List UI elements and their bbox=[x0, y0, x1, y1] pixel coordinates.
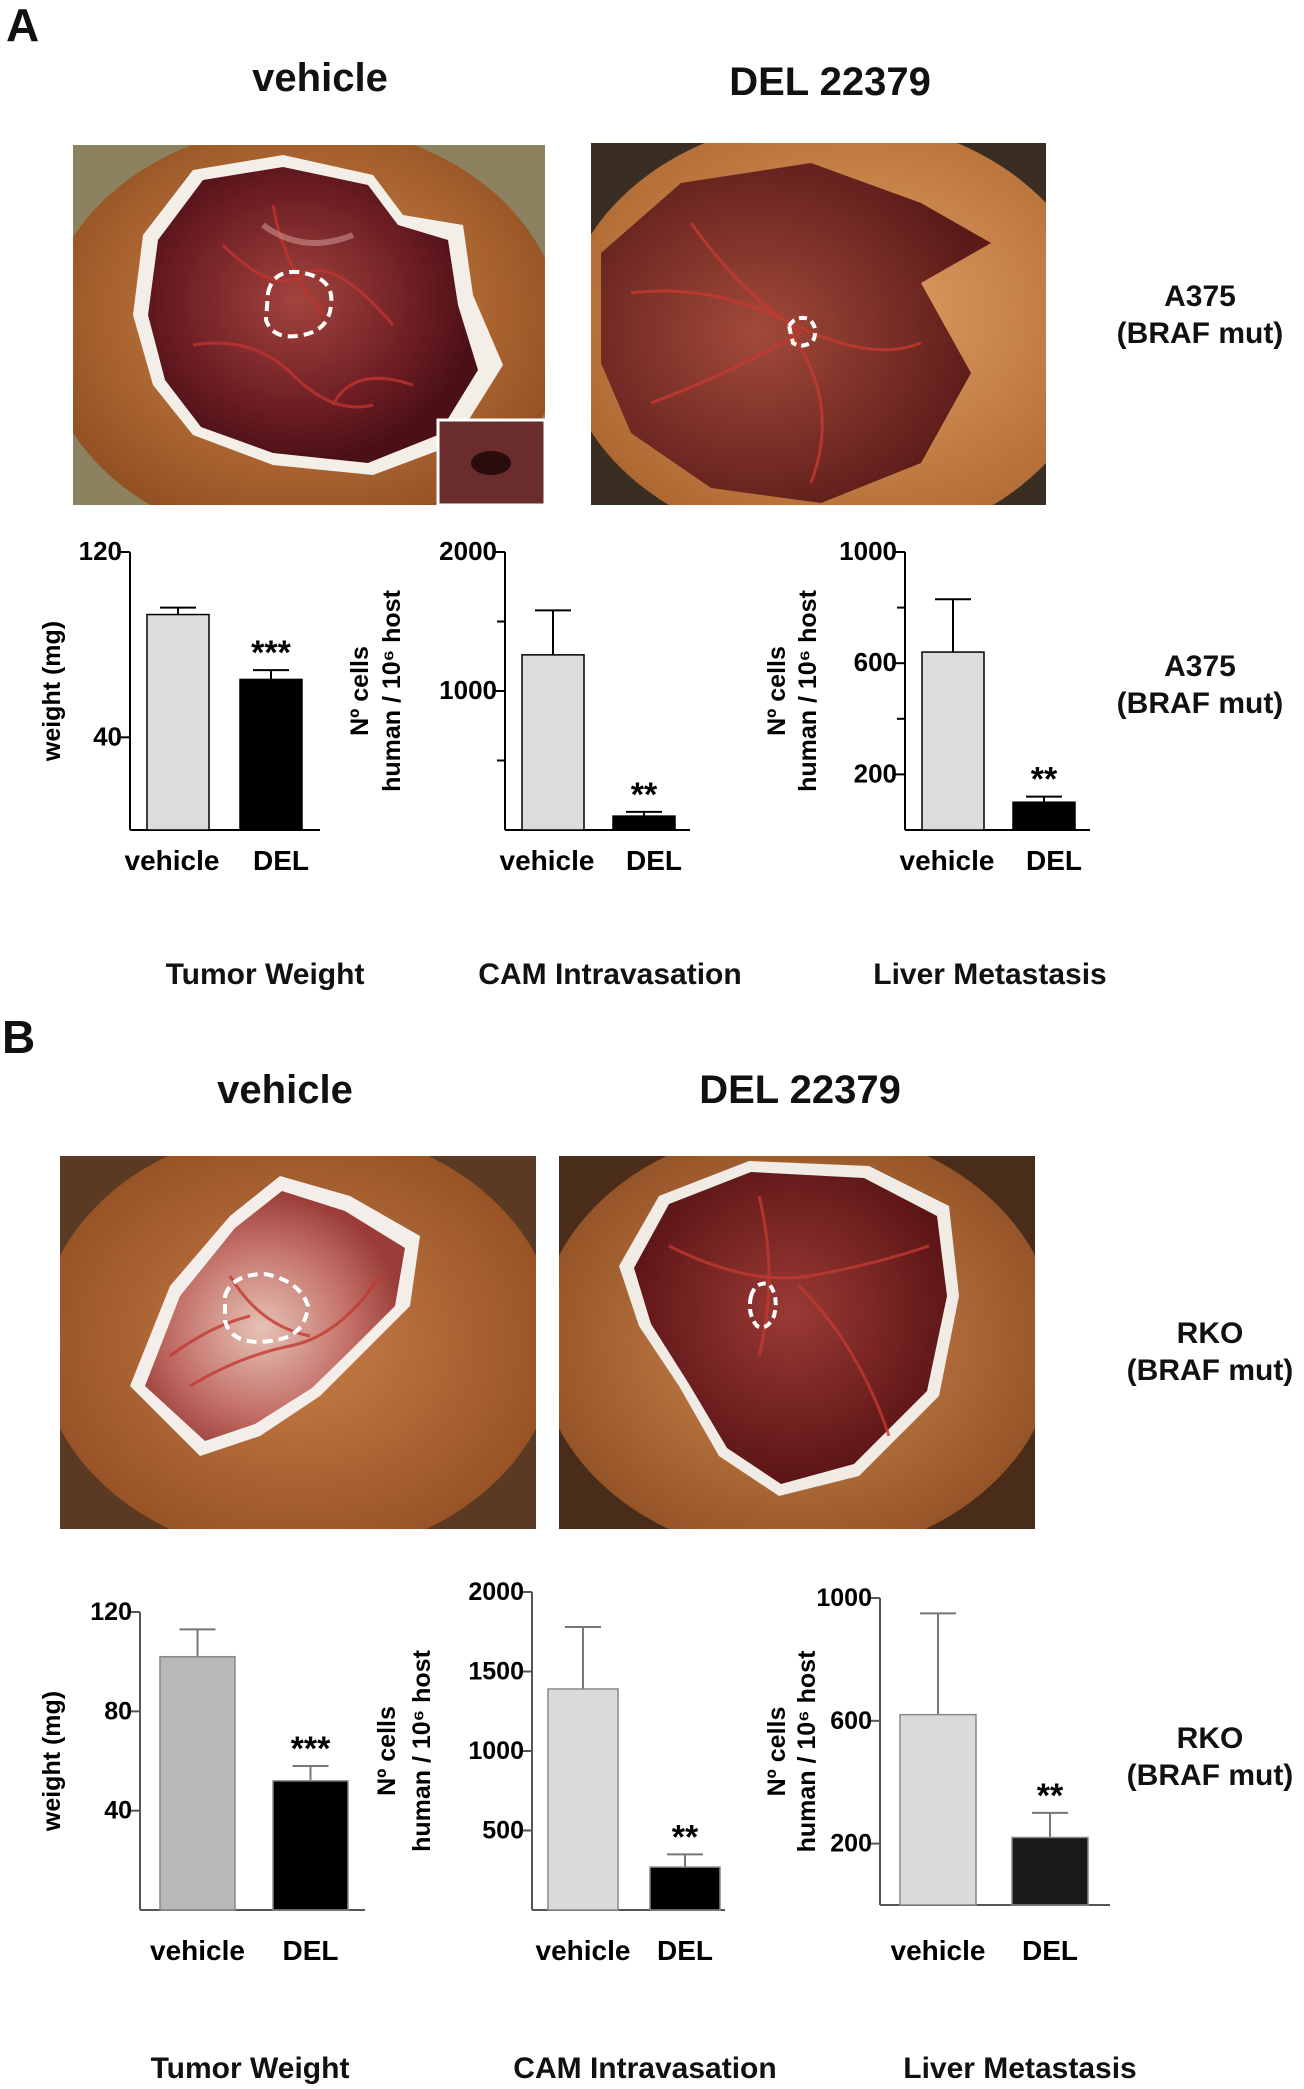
cell-line-name: RKO bbox=[1176, 1317, 1244, 1350]
x-category-label: DEL bbox=[626, 845, 682, 876]
x-category-label: DEL bbox=[1022, 1935, 1078, 1966]
x-category-label: vehicle bbox=[891, 1935, 986, 1966]
y-tick-label: 80 bbox=[104, 1697, 132, 1725]
significance-label: ** bbox=[1031, 761, 1058, 799]
bar-del bbox=[239, 678, 303, 831]
bar-vehicle bbox=[921, 651, 985, 831]
charts-row-a: 40 120 vehicle *** DEL weight (mg) 1000 2000 ve… bbox=[38, 536, 1090, 876]
cell-line-mutation: (BRAF mut) bbox=[1126, 1759, 1294, 1792]
x-category-label: vehicle bbox=[536, 1935, 631, 1966]
egg-photo-vehicle-b bbox=[60, 1156, 536, 1529]
y-axis-label: weight (mg) bbox=[38, 1691, 66, 1832]
y-tick-label: 1500 bbox=[468, 1658, 524, 1686]
significance-label: *** bbox=[251, 634, 291, 672]
x-category-label: DEL bbox=[283, 1935, 339, 1966]
chart-tumor-weight-a: 40 120 vehicle *** DEL weight (mg) bbox=[38, 536, 320, 876]
egg-photo-vehicle-a bbox=[73, 145, 545, 505]
significance-label: ** bbox=[672, 1818, 699, 1856]
cell-line-name: RKO bbox=[1176, 1722, 1244, 1755]
chart-title-cam-b: CAM Intravasation bbox=[513, 2052, 777, 2085]
x-category-label: vehicle bbox=[900, 845, 995, 876]
significance-label: ** bbox=[631, 776, 658, 814]
y-tick-label: 500 bbox=[482, 1817, 524, 1845]
chart-title-cam-a: CAM Intravasation bbox=[478, 958, 742, 991]
photo-title-del-b: DEL 22379 bbox=[699, 1068, 901, 1112]
y-tick-label: 1000 bbox=[816, 1584, 872, 1612]
y-axis-label: human / 10⁶ host bbox=[378, 589, 406, 791]
y-tick-label: 40 bbox=[93, 721, 122, 751]
significance-label: *** bbox=[291, 1730, 331, 1768]
panel-letter-b: B bbox=[2, 1011, 36, 1063]
y-tick-label: 1000 bbox=[468, 1737, 524, 1765]
photo-title-del-a: DEL 22379 bbox=[729, 60, 931, 104]
x-category-label: vehicle bbox=[150, 1935, 245, 1966]
bar-del bbox=[1012, 801, 1076, 831]
bar-del bbox=[272, 1780, 349, 1911]
chart-title-liver-a: Liver Metastasis bbox=[873, 958, 1107, 991]
bar-del bbox=[1011, 1836, 1089, 1906]
x-category-label: vehicle bbox=[125, 845, 220, 876]
bar-vehicle bbox=[159, 1655, 236, 1911]
y-tick-label: 600 bbox=[830, 1707, 872, 1735]
bar-vehicle bbox=[899, 1713, 977, 1906]
charts-row-b: 40 80 120 vehicle *** DEL weight (mg) 500 1000 1… bbox=[38, 1578, 1110, 1966]
y-tick-label: 120 bbox=[79, 536, 122, 566]
y-tick-label: 600 bbox=[854, 647, 897, 677]
x-category-label: DEL bbox=[1026, 845, 1082, 876]
bar-vehicle bbox=[547, 1688, 619, 1911]
cell-line-name: A375 bbox=[1164, 650, 1236, 683]
y-tick-label: 2000 bbox=[468, 1578, 524, 1606]
y-tick-label: 40 bbox=[104, 1797, 132, 1825]
y-tick-label: 120 bbox=[90, 1598, 132, 1626]
y-axis-label: weight (mg) bbox=[38, 621, 66, 762]
chart-title-tumor-weight-a: Tumor Weight bbox=[165, 958, 365, 991]
x-category-label: DEL bbox=[253, 845, 309, 876]
chart-tumor-weight-b: 40 80 120 vehicle *** DEL weight (mg) bbox=[38, 1598, 365, 1966]
egg-photo-del-a bbox=[591, 143, 1046, 505]
y-axis-label: Nº cells bbox=[373, 1706, 401, 1796]
y-tick-label: 1000 bbox=[439, 675, 497, 705]
y-axis-label: human / 10⁶ host bbox=[794, 589, 822, 791]
x-category-label: vehicle bbox=[500, 845, 595, 876]
bar-vehicle bbox=[146, 613, 210, 831]
bar-del bbox=[612, 815, 676, 831]
chart-title-tumor-weight-b: Tumor Weight bbox=[150, 2052, 350, 2085]
y-tick-label: 200 bbox=[854, 758, 897, 788]
chart-title-liver-b: Liver Metastasis bbox=[903, 2052, 1137, 2085]
egg-photo-del-b bbox=[559, 1156, 1035, 1529]
bar-vehicle bbox=[521, 654, 585, 831]
photo-title-vehicle-b: vehicle bbox=[217, 1068, 353, 1112]
photo-title-vehicle-a: vehicle bbox=[252, 56, 388, 100]
y-tick-label: 2000 bbox=[439, 536, 497, 566]
y-tick-label: 200 bbox=[830, 1830, 872, 1858]
cell-label-charts-b: RKO (BRAF mut) bbox=[1110, 1720, 1304, 1794]
y-axis-label: Nº cells bbox=[346, 646, 374, 736]
y-axis-label: Nº cells bbox=[763, 1707, 791, 1797]
cell-line-mutation: (BRAF mut) bbox=[1116, 687, 1284, 720]
cell-label-charts-a: A375 (BRAF mut) bbox=[1100, 648, 1300, 722]
bar-del bbox=[649, 1866, 721, 1911]
y-axis-label: Nº cells bbox=[763, 646, 791, 736]
y-tick-label: 1000 bbox=[839, 536, 897, 566]
cell-line-mutation: (BRAF mut) bbox=[1116, 317, 1284, 350]
cell-label-photos-a: A375 (BRAF mut) bbox=[1100, 278, 1300, 352]
cell-line-mutation: (BRAF mut) bbox=[1126, 1354, 1294, 1387]
significance-label: ** bbox=[1037, 1777, 1064, 1815]
cell-label-photos-b: RKO (BRAF mut) bbox=[1110, 1315, 1304, 1389]
y-axis-label: human / 10⁶ host bbox=[793, 1650, 821, 1852]
panel-letter-a: A bbox=[6, 0, 40, 51]
cell-line-name: A375 bbox=[1164, 280, 1236, 313]
y-axis-label: human / 10⁶ host bbox=[408, 1649, 436, 1851]
x-category-label: DEL bbox=[657, 1935, 713, 1966]
